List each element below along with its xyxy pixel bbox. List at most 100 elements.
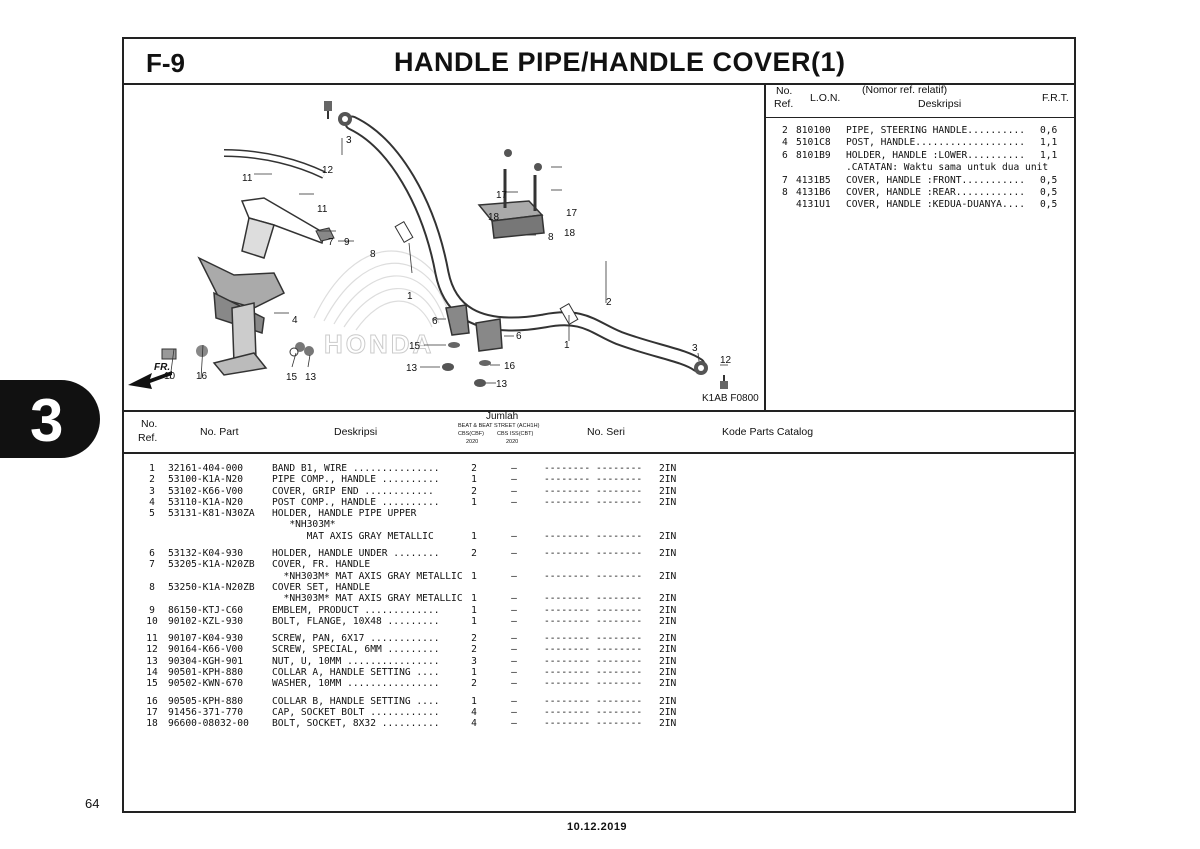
section-tab: 3: [0, 380, 100, 458]
quantity-col1: CBS(CBF): [458, 431, 484, 437]
cell-no: 3: [149, 485, 155, 497]
cell-no: 6: [149, 548, 155, 560]
cell-desc: *NH303M* MAT AXIS GRAY METALLIC: [272, 593, 463, 605]
cell-code: 2IN: [659, 667, 677, 679]
cell-q2: [494, 519, 534, 530]
cell-q2: –: [511, 485, 517, 497]
special-screw-right: [720, 375, 728, 389]
reference-desc: POST, HANDLE...................: [846, 137, 1026, 149]
callout: 9: [344, 237, 350, 248]
cell-desc: COLLAR B, HANDLE SETTING ....: [272, 695, 440, 707]
callout: 12: [720, 355, 732, 366]
cell-q2: –: [511, 593, 517, 605]
callout: 15: [286, 372, 298, 383]
cell-desc: COVER SET, HANDLE: [272, 581, 371, 593]
ref-ref-header: Ref.: [774, 98, 794, 110]
reference-lon: 4131B6: [796, 187, 831, 199]
cell-part: 53131-K81-N30ZA: [168, 508, 255, 520]
cell-q1: [454, 519, 494, 530]
cell-serial: [534, 559, 659, 570]
cell-no: [140, 571, 164, 582]
callout: 18: [488, 212, 500, 223]
reference-frt: [1040, 162, 1070, 174]
callout: 13: [496, 379, 508, 390]
cell-desc: EMBLEM, PRODUCT .............: [272, 604, 440, 616]
cell-desc: BAND B1, WIRE ...............: [272, 463, 440, 474]
cell-serial: [534, 519, 659, 530]
frt-header: F.R.T.: [1042, 92, 1069, 104]
cell-desc: COLLAR A, HANDLE SETTING ....: [272, 667, 440, 679]
cell-code: 2IN: [659, 695, 677, 707]
cell-q2: [494, 508, 534, 519]
drawing-code: K1AB F0800: [702, 393, 759, 404]
flange-bolts: [394, 221, 579, 325]
callout: 7: [328, 237, 334, 248]
cell-part: 90107-K04-930: [168, 633, 244, 645]
cell-code: [659, 559, 699, 570]
cell-q1: [454, 582, 494, 593]
cell-no: 10: [146, 615, 158, 627]
reference-no: [782, 162, 796, 174]
cell-desc: MAT AXIS GRAY METALLIC: [272, 530, 434, 542]
cell-part: 90102-KZL-930: [168, 615, 244, 627]
callout: 11: [317, 204, 328, 215]
cell-q1: 1: [471, 593, 477, 605]
cell-code: [659, 508, 699, 519]
callout: 6: [516, 331, 522, 342]
title-row: F-9 HANDLE PIPE/HANDLE COVER(1): [124, 39, 1074, 85]
cell-q1: 4: [471, 718, 477, 730]
cell-no: 15: [146, 678, 158, 690]
cell-q2: –: [511, 655, 517, 667]
cell-code: [659, 582, 699, 593]
callout: 3: [346, 135, 352, 146]
cell-q2: –: [511, 604, 517, 616]
cell-part: 91456-371-770: [168, 706, 244, 718]
callout: 12: [322, 165, 334, 176]
cell-q2: –: [511, 496, 517, 508]
exploded-diagram: HONDA: [124, 83, 766, 410]
cell-q2: –: [511, 633, 517, 645]
cell-desc: WASHER, 10MM ................: [272, 678, 440, 690]
ref-desc-header: Deskripsi: [918, 98, 962, 110]
cell-part: [164, 593, 272, 604]
cell-serial: -------- --------: [544, 463, 643, 474]
callout: 15: [409, 341, 421, 352]
reference-frt: 0,6: [1040, 125, 1058, 136]
reference-no: 7: [782, 174, 788, 186]
cell-code: 2IN: [659, 644, 677, 656]
reference-row: .CATATAN: Waktu sama untuk dua unit: [782, 162, 1070, 174]
wire-band: [223, 149, 326, 179]
cell-q2: –: [511, 570, 517, 582]
callout: 11: [242, 173, 253, 184]
cell-code: 2IN: [659, 678, 677, 690]
reference-desc: HOLDER, HANDLE :LOWER..........: [846, 149, 1026, 161]
callout: 1: [564, 340, 570, 351]
handle-post: [212, 302, 268, 376]
cell-q1: 2: [471, 644, 477, 656]
cell-q1: 1: [471, 530, 477, 542]
cell-q1: 2: [471, 633, 477, 645]
grip-end-cover-right: [694, 361, 708, 375]
cell-q1: 1: [471, 615, 477, 627]
cell-no: 9: [149, 604, 155, 616]
parts-table-header: No. Ref. No. Part Deskripsi Jumlah BEAT …: [124, 410, 1074, 454]
cell-part: 86150-KTJ-C60: [168, 604, 244, 616]
cell-q2: –: [511, 718, 517, 730]
reference-table: No. Ref. L.O.N. (Nomor ref. relatif) Des…: [766, 83, 1076, 410]
cell-q2: –: [511, 463, 517, 474]
cell-part: 53132-K04-930: [168, 548, 244, 560]
cell-q1: 2: [471, 678, 477, 690]
cell-code: 2IN: [659, 548, 677, 560]
quantity-header: Jumlah: [486, 411, 519, 422]
cell-q1: 3: [471, 655, 477, 667]
cell-desc: COVER, FR. HANDLE: [272, 559, 371, 571]
callout: 10: [164, 371, 176, 382]
